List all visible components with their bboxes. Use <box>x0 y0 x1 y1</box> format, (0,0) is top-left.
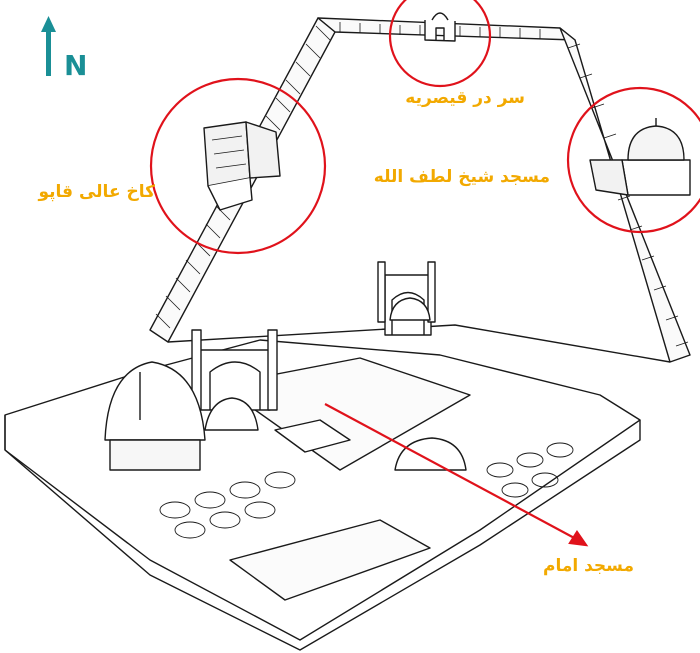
annotation-group <box>149 0 700 547</box>
imam-mosque-pointer <box>324 403 579 541</box>
north-arcade-bays <box>339 22 541 39</box>
circle-qeysarieh <box>388 0 492 88</box>
north-arrow-icon <box>41 16 56 76</box>
label-imam-mosque: مسجد امام <box>542 556 634 576</box>
courtyard-pool <box>274 419 351 453</box>
circle-ali-qapu <box>149 77 327 255</box>
sheikh-lotfollah-building <box>589 118 691 196</box>
madrasa-courtyard <box>229 519 431 601</box>
pointer-arrowhead <box>568 530 589 547</box>
north-label: N <box>64 49 88 82</box>
main-dome <box>104 361 206 441</box>
label-sheikh-lotfollah: مسجد شیخ لطف الله <box>373 167 550 187</box>
garden-circles <box>159 442 574 539</box>
qeysarieh-portal <box>424 12 456 42</box>
side-dome <box>394 437 467 471</box>
circle-sheikh-lotfollah <box>566 86 700 234</box>
ali-qapu-building <box>203 121 281 211</box>
label-ali-qapu: کاخ عالی قاپو <box>38 182 156 202</box>
east-arcade-bays <box>567 43 689 347</box>
label-sardar-qeysarieh: سر در قیصریه <box>405 88 525 108</box>
